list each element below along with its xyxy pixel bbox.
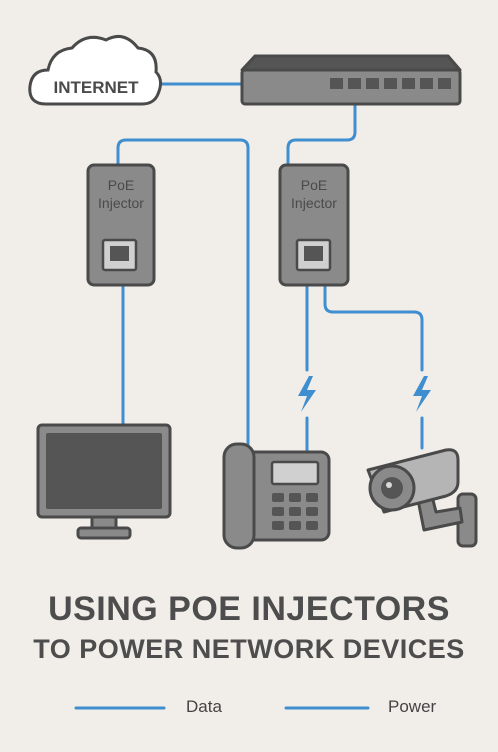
diagram-title-line2: TO POWER NETWORK DEVICES <box>33 634 465 664</box>
phone-keypad <box>272 493 318 530</box>
poe-injector-left: PoE Injector <box>86 163 156 287</box>
lightning-bolt-icon <box>298 376 316 412</box>
injector-right-label-line2: Injector <box>291 195 337 211</box>
connection-lines <box>116 82 424 454</box>
lightning-bolt-icon <box>413 376 431 412</box>
ip-phone-icon <box>222 442 331 550</box>
line-switch-injector-right <box>286 102 357 167</box>
switch-ports <box>330 78 451 89</box>
poe-injector-right: PoE Injector <box>278 163 350 287</box>
line-injector-right-camera <box>323 283 424 372</box>
legend-data-label: Data <box>186 697 222 716</box>
security-camera-icon <box>366 448 478 548</box>
network-switch-icon <box>240 54 462 106</box>
line-injector-left-phone <box>116 138 250 446</box>
legend <box>74 706 370 710</box>
monitor-icon <box>36 423 172 540</box>
injector-left-label-line1: PoE <box>108 177 134 193</box>
injector-left-label-line2: Injector <box>98 195 144 211</box>
diagram-title-line1: USING POE INJECTORS <box>48 590 450 628</box>
legend-power-label: Power <box>388 697 437 716</box>
poe-network-diagram: INTERNET PoE Injector <box>28 34 478 550</box>
injector-right-label-line1: PoE <box>301 177 327 193</box>
internet-label: INTERNET <box>54 78 140 97</box>
cloud-icon: INTERNET <box>28 34 163 106</box>
